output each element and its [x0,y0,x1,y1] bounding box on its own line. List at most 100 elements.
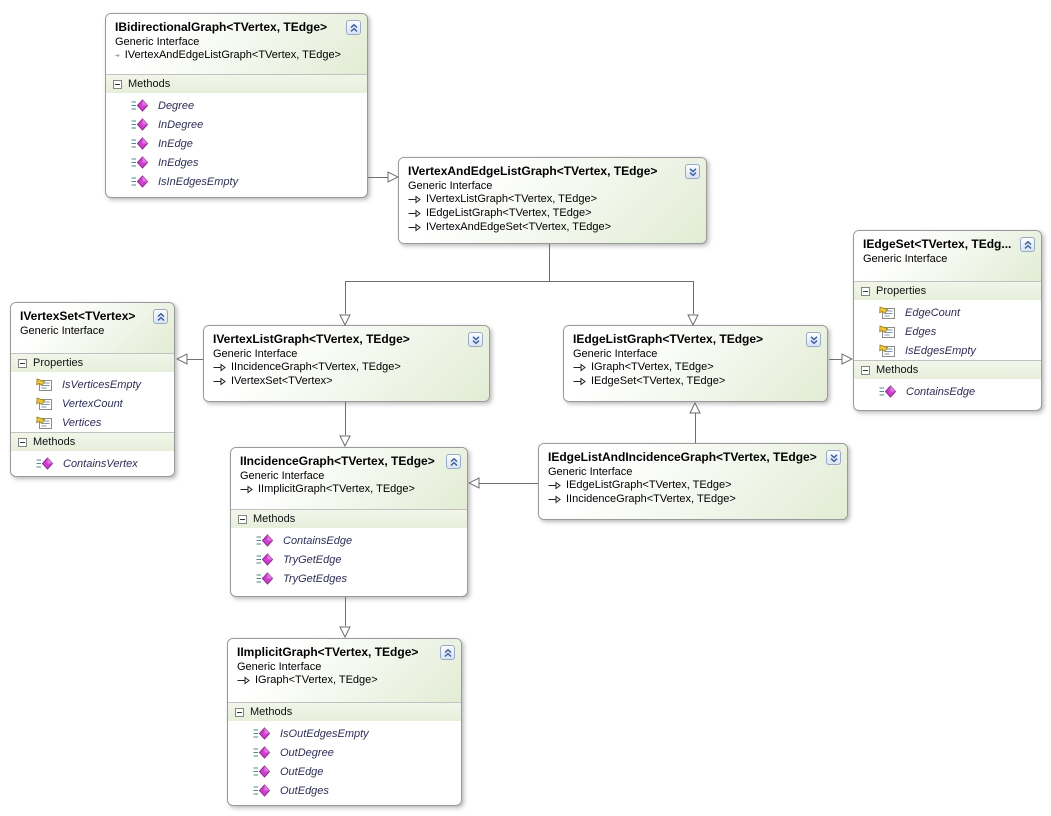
inheritance-connector-line [345,402,346,435]
method-icon [131,175,149,188]
method-item[interactable]: TryGetEdges [231,569,467,588]
class-kind: Generic Interface [115,36,200,48]
property-icon [879,305,895,319]
inheritance-connector-line [695,413,696,443]
collapse-toggle-button[interactable] [446,454,461,469]
member-name: ContainsVertex [63,457,138,470]
method-icon [131,137,149,150]
method-item[interactable]: InDegree [106,115,367,134]
class-box-iimplicitgraph[interactable]: IImplicitGraph<TVertex, TEdge> Generic I… [227,638,462,806]
method-item[interactable]: ContainsVertex [11,454,174,473]
compartment-header-methods: Methods [106,74,367,93]
collapse-toggle-button[interactable] [1020,237,1035,252]
inherits-row: IVertexSet<TVertex> [213,375,463,388]
member-name: EdgeCount [905,306,961,319]
inherits-arrow-icon [548,495,561,504]
class-kind: Generic Interface [863,253,948,265]
compartment-label: Methods [128,78,171,90]
property-item[interactable]: Vertices [11,413,174,432]
class-kind: Generic Interface [20,325,105,337]
class-box-iedgelistandincidencegraph[interactable]: IEdgeListAndIncidenceGraph<TVertex, TEdg… [538,443,848,520]
member-name: OutEdges [280,784,329,797]
method-item[interactable]: OutEdge [228,762,461,781]
class-box-iedgelistgraph[interactable]: IEdgeListGraph<TVertex, TEdge> Generic I… [563,325,828,402]
collapse-toggle-button[interactable] [153,309,168,324]
member-name: IsVerticesEmpty [62,378,142,391]
class-box-iedgeset[interactable]: IEdgeSet<TVertex, TEdg... Generic Interf… [853,230,1042,411]
compartment-collapse-icon[interactable] [113,79,122,89]
property-item[interactable]: EdgeCount [854,303,1041,322]
method-item[interactable]: ContainsEdge [854,382,1041,401]
inheritance-connector-line [479,483,538,484]
class-box-ivertexset[interactable]: IVertexSet<TVertex> Generic Interface Pr… [10,302,175,477]
property-item[interactable]: Edges [854,322,1041,341]
compartment-label: Methods [33,436,76,448]
inherits-row: IGraph<TVertex, TEdge> [573,361,801,374]
compartment-collapse-icon[interactable] [18,358,27,368]
method-item[interactable]: OutDegree [228,743,461,762]
method-item[interactable]: InEdge [106,134,367,153]
inherits-row: IGraph<TVertex, TEdge> [237,674,435,687]
method-icon [36,457,54,470]
members-list: ContainsEdge [854,379,1041,401]
expand-toggle-button[interactable] [685,164,700,179]
inherits-row: IEdgeListGraph<TVertex, TEdge> [548,479,821,492]
compartment-collapse-icon[interactable] [235,707,244,717]
member-name: InEdge [158,137,193,150]
inherits-arrow-icon [573,363,586,372]
method-item[interactable]: TryGetEdge [231,550,467,569]
chevron-down-icon [688,167,697,176]
class-box-ivertexandedgelistgraph[interactable]: IVertexAndEdgeListGraph<TVertex, TEdge> … [398,157,707,244]
property-item[interactable]: VertexCount [11,394,174,413]
property-item[interactable]: IsEdgesEmpty [854,341,1041,360]
method-item[interactable]: Degree [106,96,367,115]
compartment-collapse-icon[interactable] [861,365,870,375]
property-item[interactable]: IsVerticesEmpty [11,375,174,394]
method-item[interactable]: IsOutEdgesEmpty [228,724,461,743]
method-item[interactable]: OutEdges [228,781,461,800]
inheritance-arrowhead-right [387,171,399,183]
method-icon [253,727,271,740]
collapse-toggle-button[interactable] [440,645,455,660]
inheritance-connector-line [549,244,550,281]
inherits-label: IVertexSet<TVertex> [231,375,333,387]
method-item[interactable]: IsInEdgesEmpty [106,172,367,191]
expand-toggle-button[interactable] [806,332,821,347]
method-icon [256,534,274,547]
inherits-label: IEdgeSet<TVertex, TEdge> [591,375,726,387]
compartment-collapse-icon[interactable] [238,514,247,524]
method-item[interactable]: ContainsEdge [231,531,467,550]
member-name: InEdges [158,156,199,169]
chevron-up-icon [1023,240,1032,249]
inheritance-arrowhead-down [339,314,351,326]
inherits-row: IEdgeSet<TVertex, TEdge> [573,375,801,388]
members-list: Degree InDegree InEdge InEdges IsInEdges… [106,93,367,191]
compartment-collapse-icon[interactable] [861,286,870,296]
inherits-label: IGraph<TVertex, TEdge> [255,674,378,686]
method-icon [879,385,897,398]
member-name: Edges [905,325,937,338]
class-title: IEdgeListGraph<TVertex, TEdge> [573,332,764,346]
inherits-row: IVertexAndEdgeSet<TVertex, TEdge> [408,221,680,234]
class-box-header: IEdgeSet<TVertex, TEdg... Generic Interf… [854,231,1041,281]
method-item[interactable]: InEdges [106,153,367,172]
class-box-ivertexlistgraph[interactable]: IVertexListGraph<TVertex, TEdge> Generic… [203,325,490,402]
expand-toggle-button[interactable] [468,332,483,347]
compartment-label: Properties [876,285,927,297]
compartment-header-methods: Methods [854,360,1041,379]
inherits-label: IVertexAndEdgeListGraph<TVertex, TEdge> [124,49,341,61]
chevron-down-icon [829,453,838,462]
inherits-label: IEdgeListGraph<TVertex, TEdge> [426,207,592,219]
compartment-header-methods: Methods [228,702,461,721]
inheritance-arrowhead-down [687,314,699,326]
collapse-toggle-button[interactable] [346,20,361,35]
class-box-iincidencegraph[interactable]: IIncidenceGraph<TVertex, TEdge> Generic … [230,447,468,597]
expand-toggle-button[interactable] [826,450,841,465]
method-icon [253,765,271,778]
compartment-collapse-icon[interactable] [18,437,27,447]
property-icon [879,343,895,357]
class-box-ibidirectionalgraph[interactable]: IBidirectionalGraph<TVertex, TEdge> Gene… [105,13,368,198]
class-box-header: IBidirectionalGraph<TVertex, TEdge> Gene… [106,14,367,74]
method-icon [253,746,271,759]
inherits-row: IIncidenceGraph<TVertex, TEdge> [213,361,463,374]
